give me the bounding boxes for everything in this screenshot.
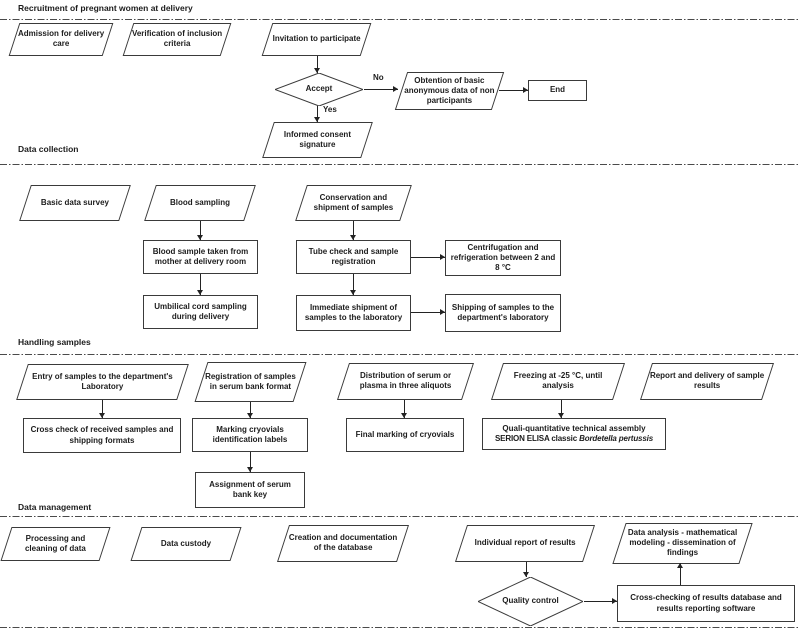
step-data-custody: Data custody xyxy=(130,527,242,561)
decision-accept: Accept xyxy=(275,73,363,106)
step-tube-check-registration: Tube check and sample registration xyxy=(296,240,411,274)
step-immediate-shipment: Immediate shipment of samples to the lab… xyxy=(296,295,411,331)
decision-quality-control: Quality control xyxy=(478,577,583,626)
section-divider xyxy=(0,354,800,355)
arrow-entry-to-crosscheck xyxy=(99,400,105,418)
arrow-conservation-to-tubecheck xyxy=(350,221,356,240)
step-obtention-anonymous-data: Obtention of basic anonymous data of non… xyxy=(394,72,505,110)
step-quali-quantitative-assembly: Quali-quantitative technical assembly SE… xyxy=(482,418,666,450)
step-data-analysis-modeling: Data analysis - mathematical modeling - … xyxy=(612,523,753,564)
step-verification-inclusion-criteria: Verification of inclusion criteria xyxy=(122,23,232,56)
arrow-shipment-to-shipping xyxy=(411,309,445,315)
step-informed-consent-signature: Informed consent signature xyxy=(262,122,373,158)
step-registration-serum-bank: Registration of samples in serum bank fo… xyxy=(194,362,307,402)
step-umbilical-cord-sampling: Umbilical cord sampling during delivery xyxy=(143,295,258,329)
section-title-handling-samples: Handling samples xyxy=(18,337,91,347)
arrow-tubecheck-to-centrifugation xyxy=(411,254,445,260)
diamond-shape xyxy=(275,73,363,106)
step-conservation-shipment: Conservation and shipment of samples xyxy=(295,185,412,221)
arrow-tubecheck-to-shipment xyxy=(350,274,356,295)
arrow-accept-no-to-obtention xyxy=(364,86,398,92)
step-processing-cleaning-data: Processing and cleaning of data xyxy=(0,527,111,561)
step-centrifugation-refrigeration: Centrifugation and refrigeration between… xyxy=(445,240,561,276)
arrow-obtention-to-end xyxy=(499,87,528,93)
section-divider xyxy=(0,164,800,165)
arrow-bloodsampling-to-bloodsample xyxy=(197,221,203,240)
step-final-marking-cryovials: Final marking of cryovials xyxy=(346,418,464,452)
section-title-data-management: Data management xyxy=(18,502,92,512)
arrow-accept-yes-to-consent xyxy=(314,106,320,122)
arrow-distribution-to-finalmarking xyxy=(401,400,407,418)
arrow-invitation-to-accept xyxy=(314,56,320,73)
edge-label-yes: Yes xyxy=(323,105,337,114)
section-divider xyxy=(0,516,800,517)
step-freezing-until-analysis: Freezing at -25 °C, until analysis xyxy=(490,363,626,400)
step-report-delivery-results: Report and delivery of sample results xyxy=(639,363,775,400)
step-shipping-to-department-lab: Shipping of samples to the department's … xyxy=(445,294,561,332)
step-entry-of-samples: Entry of samples to the department's Lab… xyxy=(16,364,189,400)
edge-label-no: No xyxy=(373,73,384,82)
step-distribution-aliquots: Distribution of serum or plasma in three… xyxy=(336,363,475,400)
step-assignment-serum-key: Assignment of serum bank key xyxy=(195,472,305,508)
step-blood-sampling: Blood sampling xyxy=(144,185,256,221)
arrow-freezing-to-quali xyxy=(558,400,564,418)
arrow-individualreport-to-qualitycontrol xyxy=(523,562,529,577)
step-invitation-to-participate: Invitation to participate xyxy=(261,23,372,56)
step-admission-delivery-care: Admission for delivery care xyxy=(8,23,114,56)
step-blood-sample-taken: Blood sample taken from mother at delive… xyxy=(143,240,258,274)
arrow-registration-to-marking xyxy=(247,402,253,418)
step-marking-cryovials: Marking cryovials identification labels xyxy=(192,418,308,452)
arrow-marking-to-assignment xyxy=(247,452,253,472)
diamond-shape xyxy=(478,577,583,626)
step-basic-data-survey: Basic data survey xyxy=(19,185,131,221)
section-title-data-collection: Data collection xyxy=(18,144,79,154)
section-title-recruitment: Recruitment of pregnant women at deliver… xyxy=(18,3,193,13)
arrow-qualitycontrol-to-crosschecking xyxy=(584,598,617,604)
step-cross-check-received: Cross check of received samples and ship… xyxy=(23,418,181,453)
arrow-bloodsample-to-umbilical xyxy=(197,274,203,295)
step-creation-documentation-database: Creation and documentation of the databa… xyxy=(276,525,410,562)
step-end: End xyxy=(528,80,587,101)
step-individual-report-results: Individual report of results xyxy=(454,525,596,562)
section-divider xyxy=(0,627,800,628)
step-cross-checking-results-database: Cross-checking of results database and r… xyxy=(617,585,795,622)
section-divider xyxy=(0,19,800,20)
arrow-crosschecking-to-dataanalysis xyxy=(677,563,683,585)
